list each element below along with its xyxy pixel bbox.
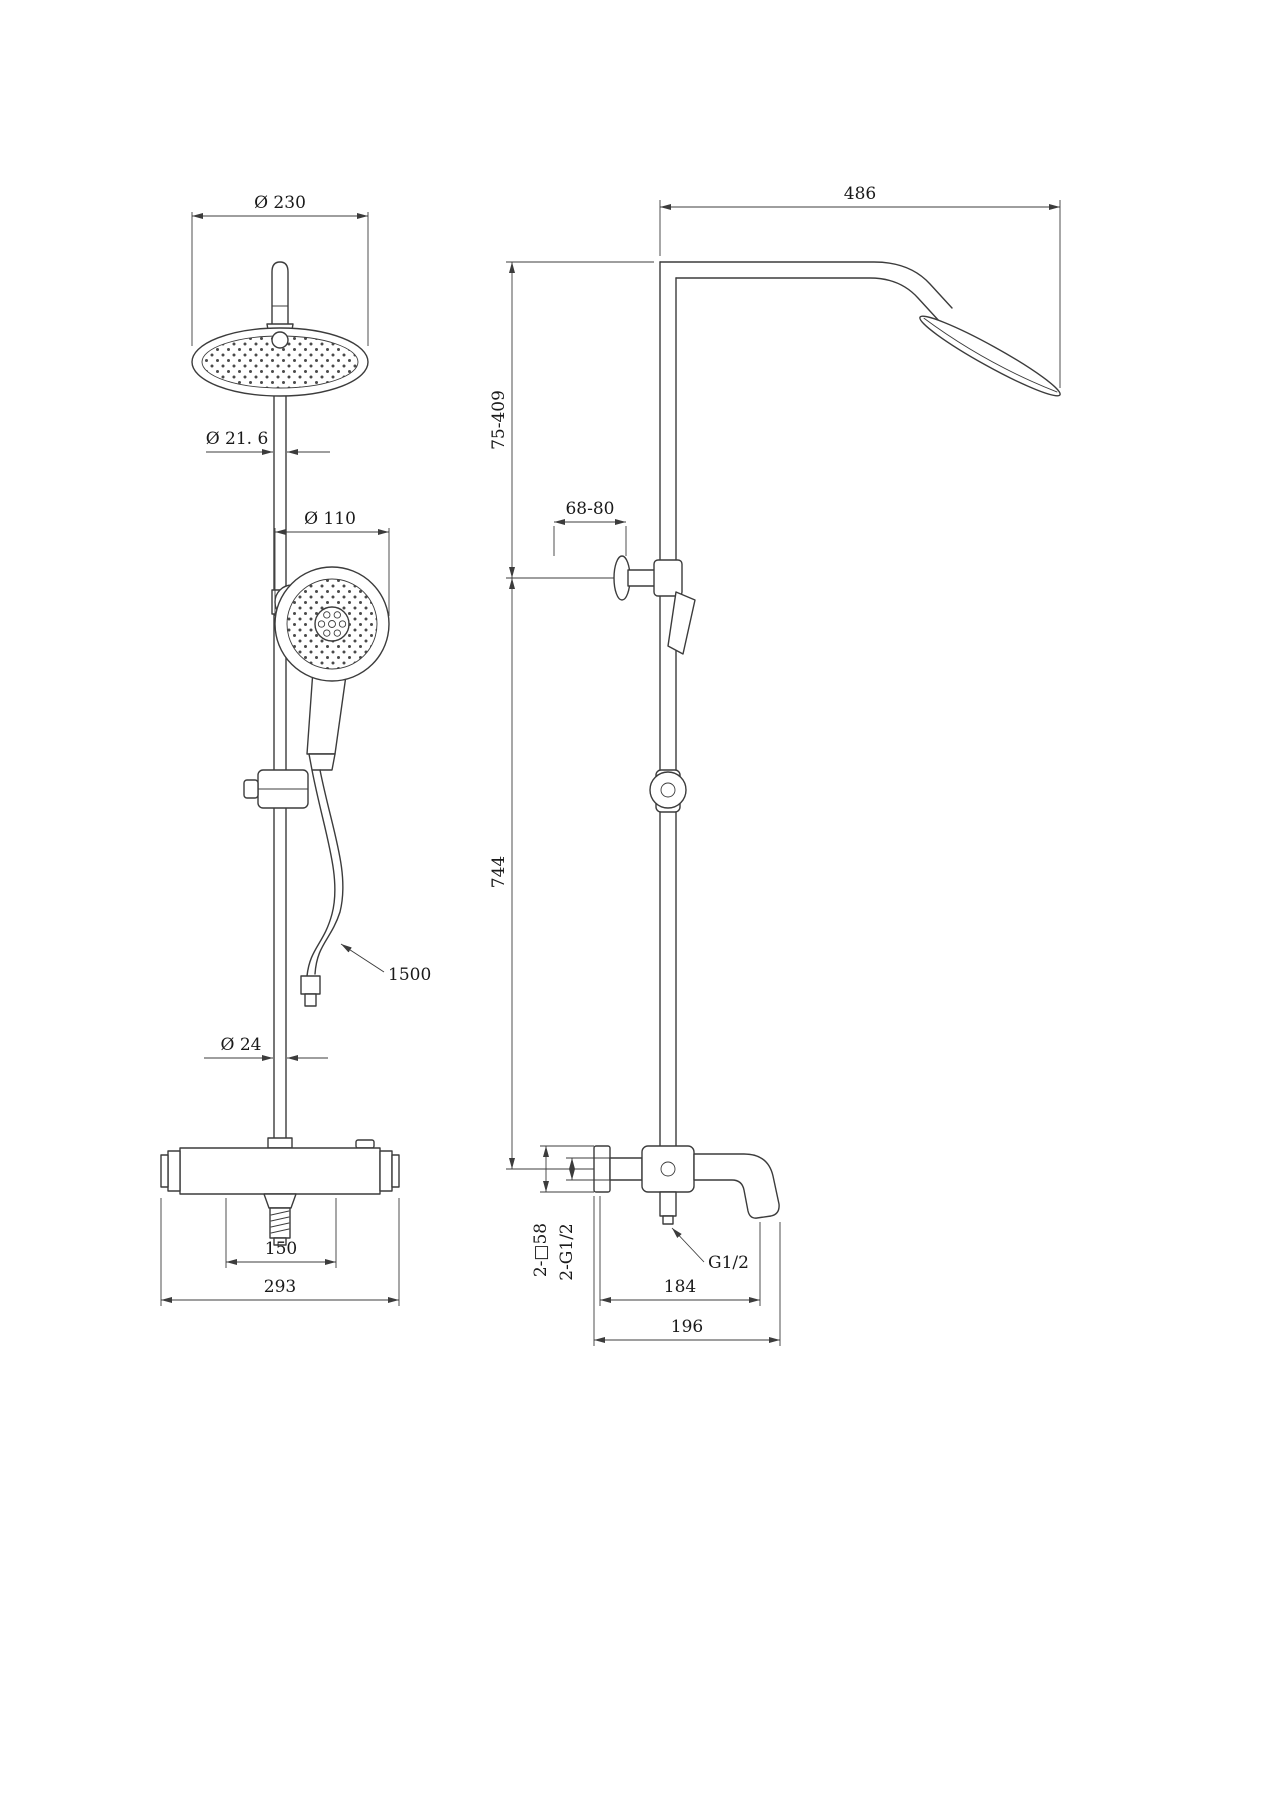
- arm-reach-label: 486: [844, 184, 876, 204]
- valve-face-detail: [660, 1161, 676, 1177]
- hand-shower-hose-nut-top: [308, 753, 336, 771]
- valve-right-handle: [379, 1150, 393, 1192]
- hand-shower-diameter-label: Ø 110: [304, 509, 356, 529]
- inlet-flange: [593, 1145, 611, 1193]
- valve-right-handle-cap: [391, 1154, 400, 1188]
- valve-left-handle: [167, 1150, 181, 1192]
- dim-head-diameter: Ø 230: [191, 193, 369, 346]
- dim-riser-upper-diameter: Ø 21. 6: [206, 429, 330, 455]
- dim-outlet-thread: G1/2: [671, 1227, 749, 1273]
- hand-shower-nozzle: [333, 611, 341, 619]
- dim-arm-reach: 486: [659, 184, 1061, 388]
- dim-wall-flange-square: 2-□58: [531, 1145, 594, 1277]
- valve-inlet-collar: [267, 1137, 293, 1149]
- outlet-spacing-label: 150: [265, 1239, 297, 1259]
- dim-hose-length: 1500: [340, 943, 431, 985]
- upper-height-range-label: 75-409: [489, 390, 509, 450]
- slider-knob-center: [660, 782, 676, 798]
- dim-valve-width: 293: [160, 1198, 400, 1306]
- dim-riser-lower-diameter: Ø 24: [204, 1035, 328, 1061]
- hand-shower-nozzle: [323, 629, 331, 637]
- valve-outlet-tip: [273, 1237, 287, 1246]
- slider-clamp-side: [649, 769, 687, 813]
- spout-reach-label: 184: [664, 1277, 696, 1297]
- riser-lower-diameter-label: Ø 24: [221, 1035, 262, 1055]
- wall-flange-square-label: 2-□58: [531, 1223, 551, 1277]
- rain-shower-head-side: [919, 315, 1061, 397]
- inlet-threads-label: 2-G1/2: [557, 1223, 577, 1281]
- valve-body-side: [641, 1145, 695, 1193]
- dim-spout-reach: 184: [599, 1196, 761, 1306]
- dim-hand-shower-diameter: Ø 110: [274, 509, 390, 616]
- valve-side: [593, 1145, 780, 1225]
- dim-inlet-threads: 2-G1/2: [557, 1157, 610, 1281]
- wall-bracket-lever: [667, 591, 696, 655]
- tub-spout: [693, 1153, 780, 1219]
- hose-length-label: 1500: [388, 965, 431, 985]
- valve-button: [355, 1139, 375, 1149]
- overall-depth-label: 196: [671, 1317, 703, 1337]
- wall-bracket: [613, 555, 696, 655]
- hand-shower-nozzle: [323, 611, 331, 619]
- hand-shower-hub: [314, 606, 350, 642]
- shower-arm-outer: [659, 261, 953, 309]
- head-diameter-label: Ø 230: [254, 193, 306, 213]
- hose-end-stub: [304, 993, 317, 1007]
- front-view: Ø 230 Ø 21. 6: [160, 193, 431, 1306]
- inlet-stem: [609, 1157, 643, 1181]
- hose-end-nut: [300, 975, 321, 995]
- riser-upper-diameter-label: Ø 21. 6: [206, 429, 269, 449]
- bottom-outlet-tip: [662, 1215, 674, 1225]
- hand-shower-nozzle: [317, 620, 326, 628]
- valve-width-label: 293: [264, 1277, 296, 1297]
- valve-body: [179, 1147, 381, 1195]
- outlet-thread-label: G1/2: [708, 1253, 749, 1273]
- valve-outlet-cone: [263, 1193, 297, 1209]
- slider-clamp: [243, 769, 309, 809]
- slider-knob-side: [649, 771, 687, 809]
- wall-bracket-collar: [653, 559, 683, 597]
- bottom-outlet: [659, 1191, 677, 1217]
- shower-arm-inner: [675, 277, 941, 323]
- valve-left-handle-cap: [160, 1154, 169, 1188]
- hand-shower-hose: [300, 769, 344, 1007]
- wall-bracket-offset-label: 68-80: [565, 499, 614, 519]
- slider-clamp-knob: [243, 779, 259, 799]
- thermostatic-valve: [160, 1137, 400, 1246]
- hand-shower-nozzle: [338, 620, 347, 628]
- side-view: 486 75-409 68-80: [489, 184, 1061, 1346]
- riser-top-cap: [271, 261, 289, 325]
- hand-shower: [274, 566, 390, 682]
- hand-shower-nozzle: [328, 620, 336, 628]
- dim-wall-bracket-offset: 68-80: [553, 499, 627, 556]
- dim-upper-height-range: 75-409: [489, 261, 654, 579]
- dim-overall-depth: 196: [593, 1196, 781, 1346]
- riser-height-label: 744: [489, 856, 509, 888]
- dim-outlet-spacing: 150: [225, 1198, 337, 1268]
- head-swivel: [271, 331, 289, 349]
- hand-shower-nozzle: [333, 629, 341, 637]
